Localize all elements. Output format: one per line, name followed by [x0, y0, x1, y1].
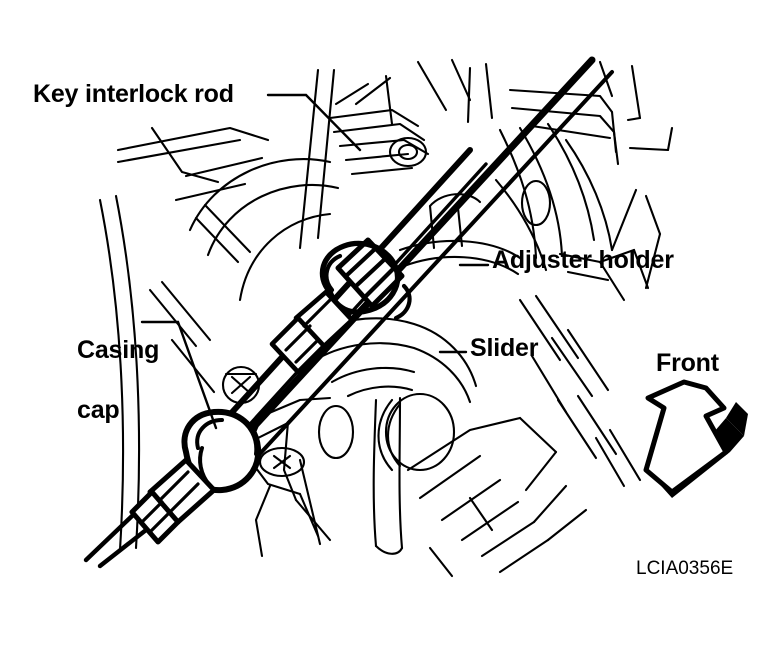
- slider-part: [269, 289, 355, 375]
- label-slider: Slider: [470, 334, 539, 362]
- leader-casing-cap: [140, 320, 218, 430]
- label-key-interlock-rod: Key interlock rod: [33, 80, 234, 108]
- front-direction-arrow: [643, 379, 748, 498]
- leader-key-interlock-rod: [266, 93, 362, 152]
- front-arrow-shadow-tip: [726, 402, 748, 436]
- label-casing-cap: Casing cap: [50, 305, 159, 455]
- label-front: Front: [656, 349, 719, 377]
- label-casing-cap-line1: Casing: [76, 336, 160, 364]
- front-arrow-body: [643, 379, 729, 495]
- casing-cap-ferrule-ribs: [140, 470, 200, 534]
- slider-ribs: [284, 298, 332, 364]
- cable-tail: [83, 513, 149, 569]
- label-casing-cap-line2: cap: [76, 396, 120, 424]
- figure-code: LCIA0356E: [636, 558, 734, 579]
- key-interlock-rod: [210, 56, 614, 486]
- label-adjuster-holder: Adjuster holder: [492, 246, 674, 274]
- background-mechanism-linework: [98, 58, 674, 578]
- adjuster-holder-collar: [319, 240, 401, 315]
- leader-lines: [140, 93, 490, 430]
- adjuster-holder-bands: [324, 245, 412, 321]
